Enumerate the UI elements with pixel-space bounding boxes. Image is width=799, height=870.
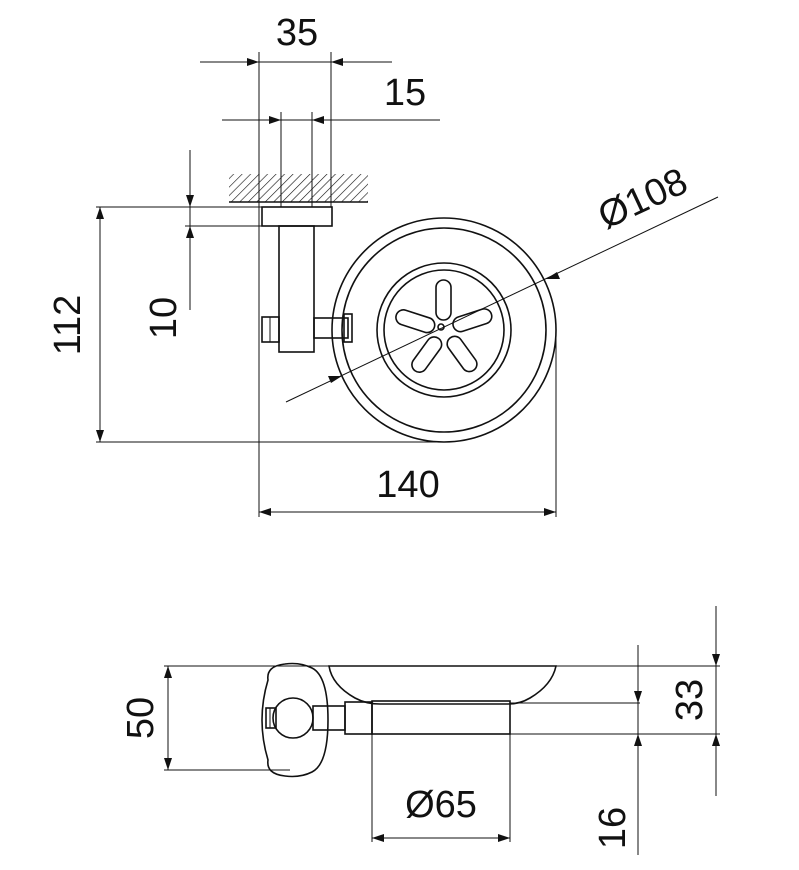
dim-140-label: 140 <box>376 464 439 506</box>
dish-profile <box>328 665 557 705</box>
dim-10-label: 10 <box>143 297 185 339</box>
dim-16-label: 16 <box>592 807 634 849</box>
holder-ring-inner <box>341 227 547 433</box>
dim-15-label: 15 <box>384 72 426 114</box>
screw-cap <box>265 707 277 729</box>
dim-33-label: 33 <box>669 679 711 721</box>
dim-108-leader <box>285 196 719 403</box>
wall-flange <box>261 206 333 227</box>
screw-head <box>272 697 314 739</box>
wall-hatch <box>229 174 368 202</box>
dish-outer <box>376 262 512 398</box>
wall-plate <box>261 662 329 778</box>
dish-inner <box>383 269 505 391</box>
holder-ring-outer <box>331 217 557 443</box>
dim-108-label: Ø108 <box>592 160 694 237</box>
holder-band <box>371 700 511 735</box>
drain-slots <box>395 279 493 373</box>
post <box>278 225 315 353</box>
side-arm-collar <box>344 701 373 735</box>
arm <box>313 317 349 339</box>
side-view: 50 33 16 Ø65 <box>120 606 720 855</box>
dim-50-label: 50 <box>120 697 162 739</box>
dim-35-label: 35 <box>276 12 318 54</box>
top-view: 35 15 10 112 140 Ø108 <box>47 12 719 517</box>
dim-112-label: 112 <box>47 295 89 356</box>
side-arm <box>312 705 346 731</box>
dim-65-label: Ø65 <box>405 784 477 826</box>
arm-collar <box>343 313 353 343</box>
